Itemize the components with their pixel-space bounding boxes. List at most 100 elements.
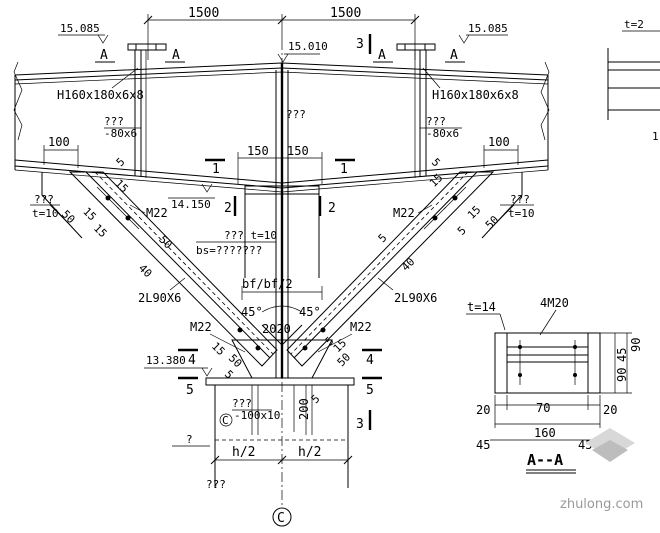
section-number: 1 [212, 162, 220, 177]
angle-text: 45° [299, 305, 321, 319]
weld-label: 50 [156, 233, 175, 252]
thickness-label: t=2 [624, 18, 644, 31]
elevation-label: 15.085 [468, 22, 508, 35]
section-mark-3-top: 3 [356, 34, 372, 54]
section-mark-5: 5 5 [178, 376, 382, 398]
elevation-label: 15.085 [60, 22, 100, 35]
plate-label: -80x6 [426, 127, 459, 140]
dim-text: 100 [48, 135, 70, 149]
h-beam-label-right: H160x180x6x8 [422, 67, 519, 102]
dim-text: 100 [488, 135, 510, 149]
weld-label: 5 [222, 368, 236, 382]
section-number: 3 [356, 417, 364, 432]
plate-label: ??? [104, 115, 124, 128]
elevation-center: 15.010 [277, 40, 328, 63]
dim-1500-right: 1500 [330, 6, 361, 21]
partial-detail-right: t=2 1 [607, 18, 660, 143]
elevation-label: 14.150 [171, 198, 211, 211]
member-label: 2L90X6 [394, 291, 437, 305]
angle-45: 45° 45° [241, 305, 321, 319]
bolt-label: M22 [393, 206, 415, 220]
section-letter: A [450, 48, 458, 63]
dim-h-half: ? h/2 h/2 ??? [172, 433, 353, 491]
dim-200: 200 [293, 385, 311, 432]
dim-text: 20 [476, 403, 490, 417]
dim-text: 2020 [262, 322, 291, 336]
weld-label: 50 [226, 352, 245, 371]
section-number: 5 [186, 383, 194, 398]
dim-text: 160 [534, 426, 556, 440]
dim-text: h/2 [298, 445, 321, 460]
dim-text: h/2 [232, 445, 255, 460]
diagonal-left [68, 171, 278, 367]
elevation-label: 13.380 [146, 354, 186, 367]
plate-label: ??? [426, 115, 446, 128]
section-number: 3 [356, 37, 364, 52]
thickness-label: t=10 [32, 207, 59, 220]
center-column [275, 40, 289, 505]
dim-100-right: 100 [483, 135, 519, 168]
dim-text: 45 [615, 348, 629, 362]
dim-text: 150 [287, 144, 309, 158]
weld-label: 15 [80, 205, 99, 224]
dim-1500-left: 1500 [188, 6, 219, 21]
section-number: 2 [328, 201, 336, 216]
section-number: 4 [366, 353, 374, 368]
weld-label: 15 [427, 171, 446, 190]
h-beam-label-left: H160x180x6x8 [57, 67, 144, 102]
dim-text: 1 [652, 130, 659, 143]
weld-label: 15 [209, 340, 228, 359]
plate-label: -80x6 [104, 127, 137, 140]
plate-label: -100x10 [234, 409, 280, 422]
note-label: ??? [34, 193, 54, 206]
section-letter: A [378, 48, 386, 63]
section-number: 1 [340, 162, 348, 177]
elevation-right-top: 15.085 [458, 22, 508, 44]
section-mark-2: 2 2 [224, 196, 336, 216]
thickness-label: t=10 [508, 207, 535, 220]
dim-text: 90 [615, 368, 629, 382]
bolt-label: 4M20 [540, 296, 569, 310]
elevation-left-top: 15.085 [58, 22, 109, 44]
dim-text: 20 [603, 403, 617, 417]
purlin-post-left [127, 43, 167, 178]
dim-text: 150 [247, 144, 269, 158]
weld-label: 15 [465, 203, 484, 222]
thickness-label: t=14 [467, 300, 496, 314]
plate-100x10: C ??? -100x10 [219, 397, 280, 427]
weld-label: 40 [399, 255, 418, 274]
gusset-label: ??? t=10 [224, 229, 277, 242]
section-number: 2 [224, 201, 232, 216]
top-dimension: 1500 1500 [143, 6, 420, 60]
dim-text: bf/bf/2 [242, 277, 293, 291]
bolt-label: M22 [146, 206, 168, 220]
diagonal-right [286, 171, 495, 367]
plate-label-right: ??? -80x6 [420, 115, 462, 140]
section-mark-3-bottom: 3 [356, 410, 372, 432]
bf-dimension: bf/bf/2 [241, 277, 323, 300]
note-label: ??? [206, 478, 226, 491]
weld-label: 40 [136, 262, 155, 281]
section-letter: A [100, 48, 108, 63]
angle-text: 45° [241, 305, 263, 319]
weld-label: 5 [429, 156, 443, 170]
dim-text: 200 [297, 398, 311, 420]
weld-label: 5 [376, 231, 390, 245]
note-label: ??? [510, 193, 530, 206]
plate-label-left: ??? -80x6 [104, 115, 141, 140]
center-gusset: ??? t=10 bs=??????? [196, 185, 320, 278]
weld-label: 5 [114, 155, 128, 169]
gusset-upper-left: ??? t=10 5 15 50 15 15 M22 50 [30, 155, 175, 251]
axis-label: C [277, 511, 285, 526]
watermark: zhulong.com [560, 428, 643, 512]
web-label: ??? [286, 108, 306, 121]
axis-bubble-text: C [222, 414, 229, 427]
section-letter: A [172, 48, 180, 63]
section-mark-A-right: A A [373, 48, 465, 63]
weld-label: 50 [483, 213, 502, 232]
angle-label-left: 40 2L90X6 [136, 262, 186, 305]
dim-text: 90 [629, 338, 643, 352]
watermark-text: zhulong.com [560, 497, 643, 512]
elevation-bottom: 13.380 [144, 354, 213, 377]
